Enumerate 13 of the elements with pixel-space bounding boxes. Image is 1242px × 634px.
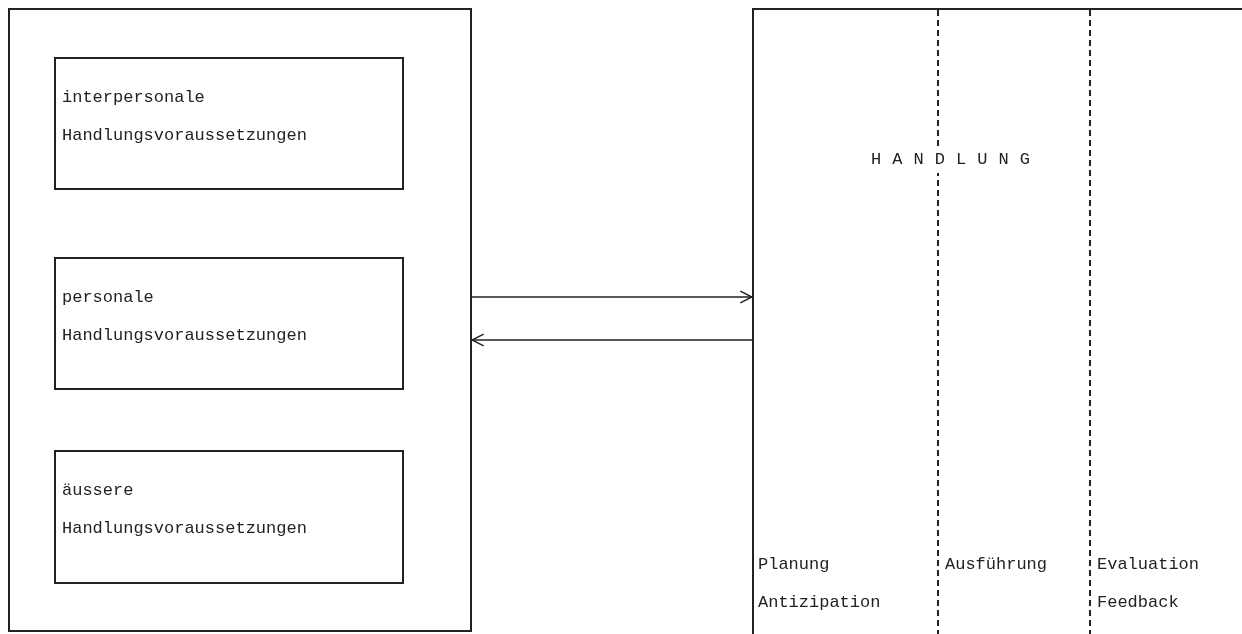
condition-box xyxy=(54,257,404,390)
phase-label: Evaluation Feedback xyxy=(1097,554,1201,614)
action-panel xyxy=(752,8,1242,634)
condition-label: äussere Handlungsvoraussetzungen xyxy=(62,480,308,540)
phase-label: Planung Antizipation xyxy=(758,554,882,614)
condition-label: interpersonale Handlungsvoraussetzungen xyxy=(62,87,308,147)
condition-box xyxy=(54,450,404,584)
condition-box xyxy=(54,57,404,190)
phase-label: Ausführung xyxy=(945,554,1049,576)
group-box xyxy=(8,8,472,632)
arrow xyxy=(471,333,753,347)
condition-label: personale Handlungsvoraussetzungen xyxy=(62,287,308,347)
arrow xyxy=(471,290,753,304)
